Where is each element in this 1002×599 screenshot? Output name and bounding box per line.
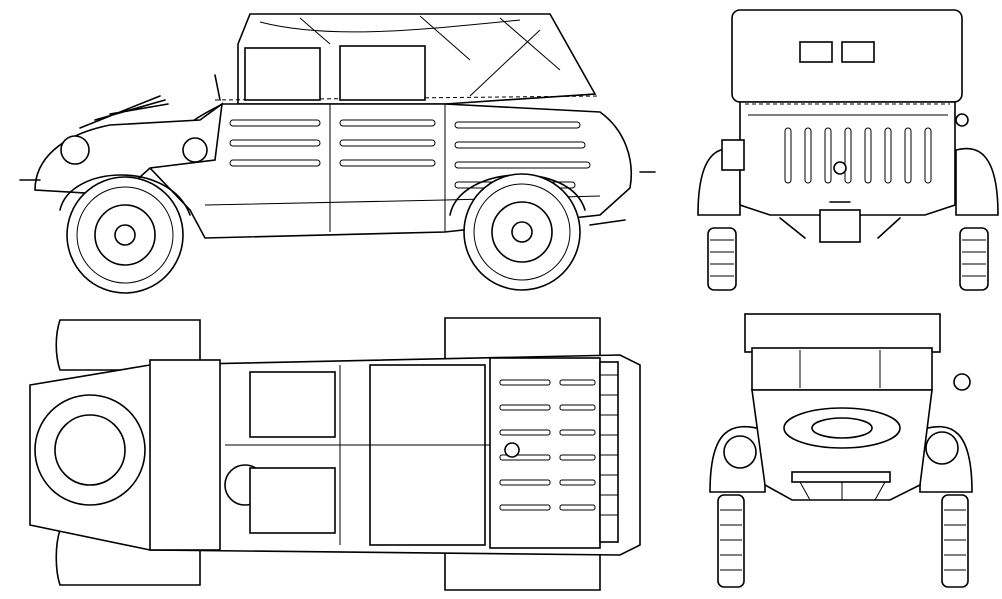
side-rear-wheel [463,173,581,291]
rear-window-right [841,41,875,63]
front-left-tyre [717,494,745,588]
top-engine-louvres [499,379,596,511]
side-window-front [244,47,321,101]
front-view [680,300,1002,599]
front-canopy [744,313,941,353]
rear-right-tyre [959,227,989,291]
side-front-wheel [66,176,184,294]
side-hood [34,102,224,196]
side-front-fender [59,174,191,216]
rear-view [680,0,1002,300]
front-right-tyre [941,494,969,588]
front-headlight-right [925,431,959,465]
side-window-rear [339,45,426,101]
top-view [0,300,680,599]
side-view [0,0,680,300]
side-body-ribs [229,119,591,189]
top-seat-front-right [249,467,336,534]
top-spare-wheel [34,394,146,506]
front-spare-wheel [783,407,901,449]
rear-window-left [799,41,833,63]
front-windscreen [751,347,933,391]
rear-left-tyre [707,227,737,291]
rear-engine-louvres [784,127,932,184]
top-seat-front-left [249,371,336,438]
top-seat-rear [369,364,486,546]
rear-body [739,101,956,216]
front-headlight-left [723,435,757,469]
